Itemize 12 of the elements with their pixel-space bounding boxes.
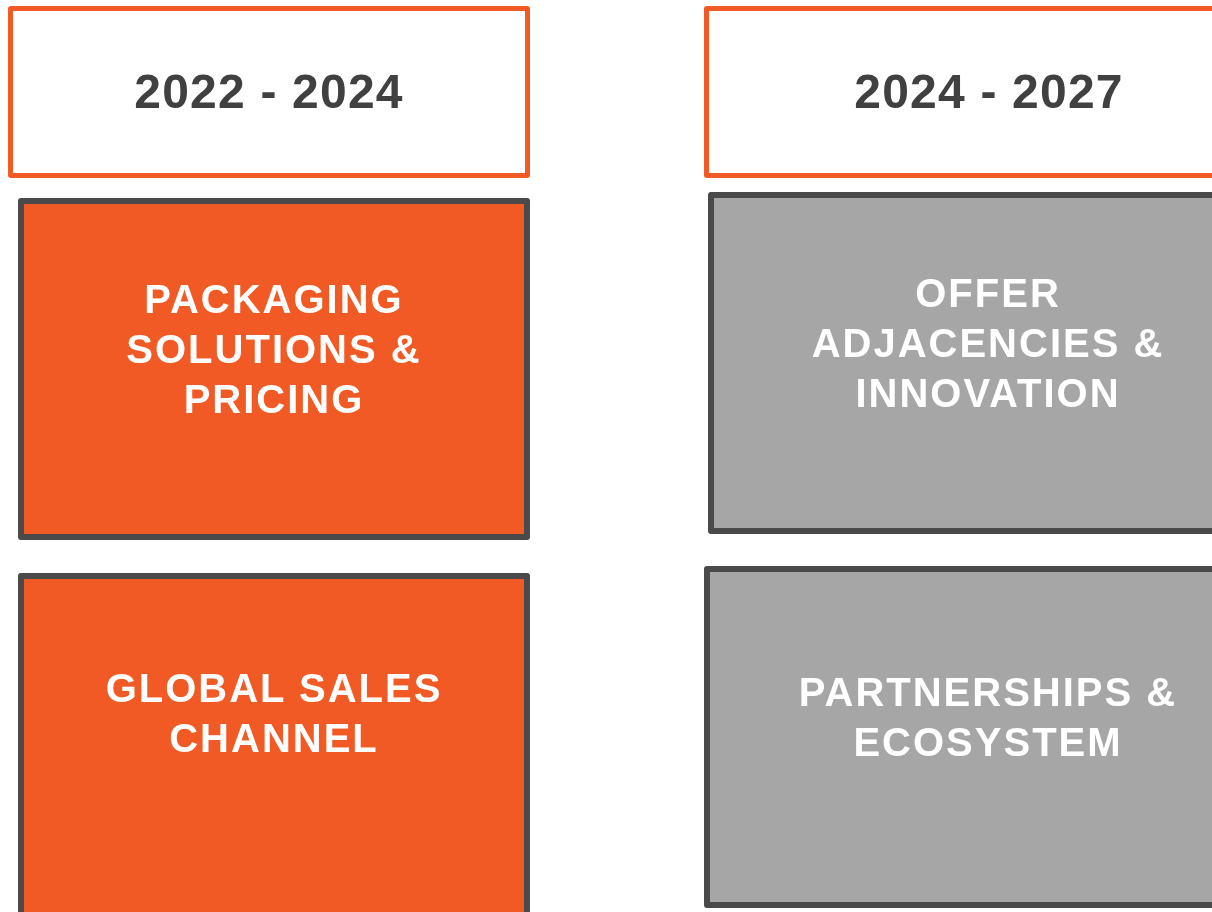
focus-area-box bbox=[18, 573, 530, 912]
box-label: GLOBAL SALES CHANNEL bbox=[104, 665, 444, 762]
period-header-box bbox=[8, 6, 530, 178]
focus-area-box bbox=[18, 198, 530, 540]
focus-area-box bbox=[704, 566, 1212, 908]
box-label: 2022 - 2024 bbox=[134, 64, 404, 120]
box-label: PARTNERSHIPS & ECOSYSTEM bbox=[797, 669, 1179, 766]
period-header-box bbox=[704, 6, 1212, 178]
box-label: PACKAGING SOLUTIONS & PRICING bbox=[125, 276, 423, 423]
focus-area-box bbox=[708, 192, 1212, 534]
box-label: 2024 - 2027 bbox=[854, 64, 1124, 120]
box-label: OFFER ADJACENCIES & INNOVATION bbox=[810, 270, 1166, 417]
